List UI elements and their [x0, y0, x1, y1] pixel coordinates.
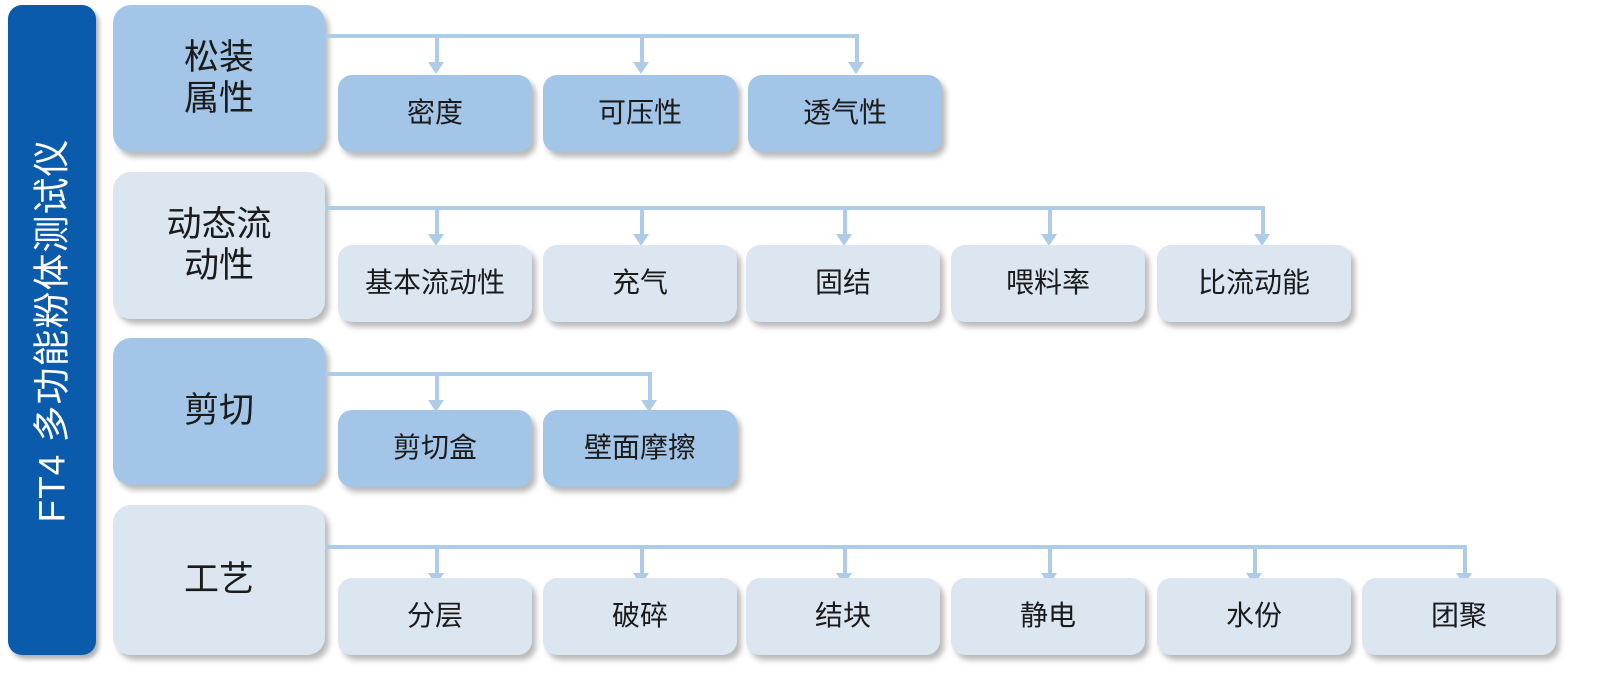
row-3-connector-branch-2	[648, 372, 652, 402]
row-3-child-label-1: 剪切盒	[392, 432, 477, 464]
sidebar-title-bar: FT4 多功能粉体测试仪	[8, 5, 96, 655]
row-1-arrow-3	[848, 62, 864, 74]
row-4-child-node-4[interactable]: 静电	[951, 578, 1145, 655]
row-2-parent-node[interactable]: 动态流 动性	[113, 172, 325, 319]
row-2-child-node-2[interactable]: 充气	[543, 245, 737, 322]
row-1-connector-trunk	[325, 34, 859, 38]
row-2-connector-trunk	[325, 206, 1265, 210]
row-1-connector-branch-1	[435, 34, 439, 64]
row-2-arrow-5	[1254, 234, 1270, 246]
row-2-parent-label: 动态流 动性	[166, 205, 272, 285]
row-1-parent-label: 松装 属性	[183, 38, 254, 118]
row-4-child-node-3[interactable]: 结块	[746, 578, 940, 655]
row-2-child-label-3: 固结	[814, 267, 871, 299]
row-1-parent-node[interactable]: 松装 属性	[113, 5, 325, 152]
row-4-connector-branch-3	[843, 545, 847, 575]
row-4-child-node-1[interactable]: 分层	[338, 578, 532, 655]
row-3-child-label-2: 壁面摩擦	[583, 432, 696, 464]
row-1-child-label-2: 可压性	[597, 97, 682, 129]
row-2-connector-branch-2	[640, 206, 644, 236]
row-4-connector-branch-4	[1048, 545, 1052, 575]
row-2-child-label-1: 基本流动性	[364, 267, 505, 299]
row-3-arrow-1	[428, 400, 444, 412]
row-4-child-node-5[interactable]: 水份	[1157, 578, 1351, 655]
row-4-connector-branch-6	[1463, 545, 1467, 575]
row-1-child-node-1[interactable]: 密度	[338, 75, 532, 152]
row-4-child-label-3: 结块	[814, 600, 871, 632]
row-4-connector-trunk	[325, 545, 1467, 549]
row-2-connector-branch-1	[435, 206, 439, 236]
row-4-parent-node[interactable]: 工艺	[113, 505, 325, 655]
row-4-child-node-2[interactable]: 破碎	[543, 578, 737, 655]
row-3-arrow-2	[641, 400, 657, 412]
row-1-child-label-3: 透气性	[802, 97, 887, 129]
row-2-child-label-4: 喂料率	[1005, 267, 1090, 299]
row-4-child-label-6: 团聚	[1430, 600, 1487, 632]
row-2-connector-branch-5	[1261, 206, 1265, 236]
row-2-arrow-4	[1041, 234, 1057, 246]
row-3-child-node-2[interactable]: 壁面摩擦	[543, 410, 737, 487]
sidebar-title-label: FT4 多功能粉体测试仪	[31, 137, 73, 523]
row-3-child-node-1[interactable]: 剪切盒	[338, 410, 532, 487]
row-1-arrow-1	[428, 62, 444, 74]
row-2-child-node-5[interactable]: 比流动能	[1157, 245, 1351, 322]
row-4-child-node-6[interactable]: 团聚	[1362, 578, 1556, 655]
row-4-connector-branch-1	[435, 545, 439, 575]
row-2-child-label-5: 比流动能	[1197, 267, 1310, 299]
row-2-arrow-2	[633, 234, 649, 246]
row-4-child-label-2: 破碎	[611, 600, 668, 632]
row-1-connector-branch-2	[640, 34, 644, 64]
row-1-arrow-2	[633, 62, 649, 74]
row-2-child-node-1[interactable]: 基本流动性	[338, 245, 532, 322]
row-2-child-node-4[interactable]: 喂料率	[951, 245, 1145, 322]
row-4-parent-label: 工艺	[183, 559, 254, 599]
row-1-child-label-1: 密度	[406, 97, 463, 129]
row-1-connector-branch-3	[855, 34, 859, 64]
row-2-arrow-1	[428, 234, 444, 246]
row-4-connector-branch-2	[640, 545, 644, 575]
row-3-connector-trunk	[325, 372, 652, 376]
row-3-parent-node[interactable]: 剪切	[113, 338, 325, 485]
row-4-child-label-1: 分层	[406, 600, 463, 632]
row-4-child-label-5: 水份	[1225, 600, 1282, 632]
row-2-child-node-3[interactable]: 固结	[746, 245, 940, 322]
row-4-child-label-4: 静电	[1019, 600, 1076, 632]
row-3-connector-branch-1	[435, 372, 439, 402]
row-1-child-node-3[interactable]: 透气性	[748, 75, 942, 152]
row-2-arrow-3	[836, 234, 852, 246]
row-4-connector-branch-5	[1253, 545, 1257, 575]
row-3-parent-label: 剪切	[183, 391, 254, 431]
row-2-connector-branch-4	[1048, 206, 1052, 236]
row-2-child-label-2: 充气	[611, 267, 668, 299]
row-1-child-node-2[interactable]: 可压性	[543, 75, 737, 152]
row-2-connector-branch-3	[843, 206, 847, 236]
